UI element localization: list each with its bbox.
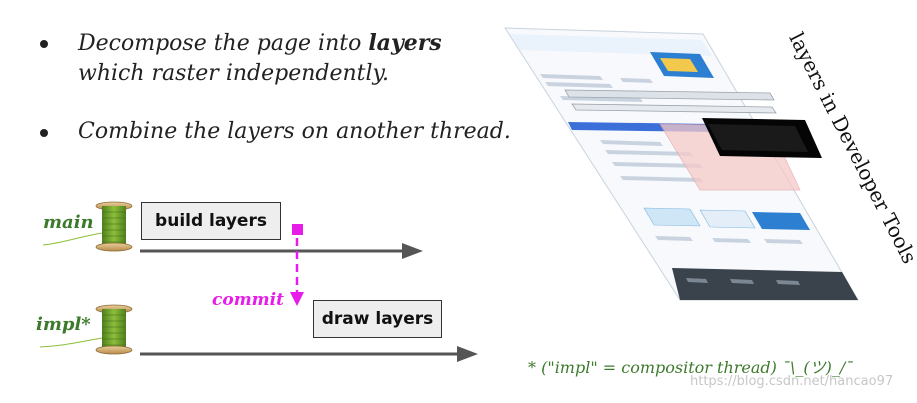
bullet-1-text-end: which raster independently.	[78, 61, 390, 86]
commit-connector	[290, 224, 304, 306]
bullet-list: Decompose the page into layers which ras…	[40, 28, 540, 175]
impl-thread-arrow	[140, 346, 478, 362]
compositor-footnote: * ("impl" = compositor thread) ¯\_(ツ)_/¯	[528, 358, 854, 377]
bullet-dot	[40, 40, 48, 48]
bullet-combine: Combine the layers on another thread.	[40, 117, 540, 147]
bullet-decompose: Decompose the page into layers which ras…	[40, 28, 540, 89]
impl-spool-icon	[39, 304, 133, 355]
bullet-2-text: Combine the layers on another thread.	[78, 119, 511, 144]
main-thread-label: main	[43, 212, 94, 233]
commit-label: commit	[212, 290, 284, 310]
watermark-url: https://blog.csdn.net/hancao97	[690, 374, 894, 389]
build-layers-box: build layers	[141, 202, 281, 240]
main-spool-icon	[42, 201, 133, 252]
bullet-1-text-start: Decompose the page into	[78, 31, 369, 56]
impl-thread-label: impl*	[36, 314, 91, 335]
bullet-1-bold-word: layers	[368, 30, 442, 56]
bullet-dot	[40, 129, 48, 137]
main-thread-arrow	[140, 243, 423, 259]
draw-layers-box: draw layers	[313, 300, 442, 338]
layers-devtools-illustration	[504, 27, 859, 301]
